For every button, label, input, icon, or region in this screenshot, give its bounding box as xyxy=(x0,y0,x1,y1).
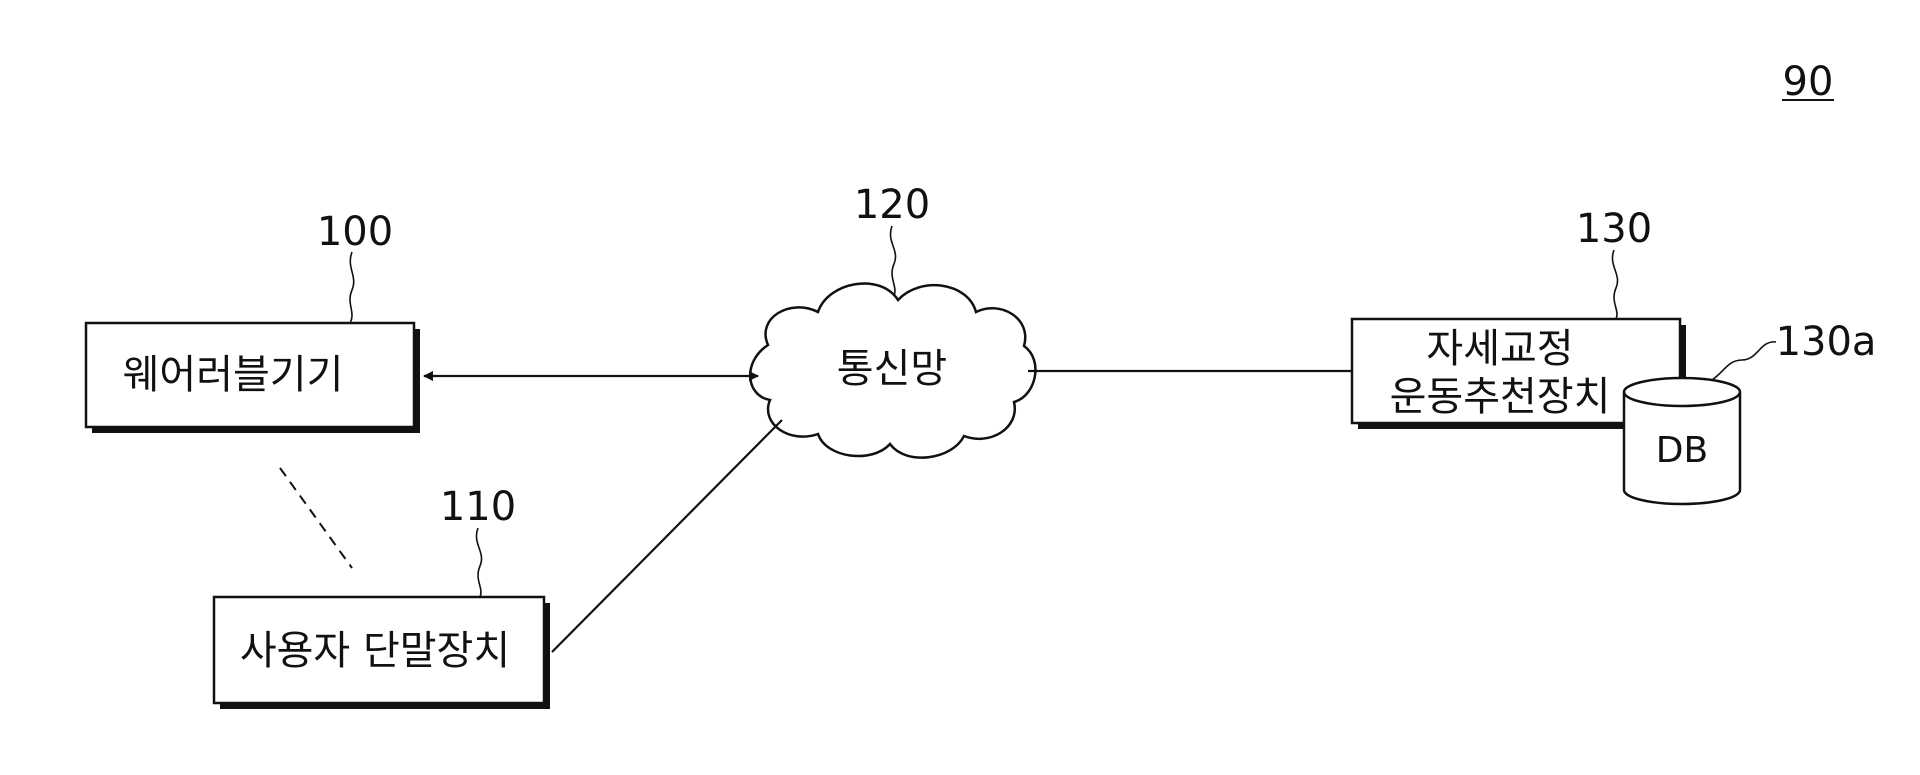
terminal-leader-line xyxy=(475,527,483,598)
database-cylinder-body xyxy=(1622,392,1742,506)
recommendation-label-line1: 자세교정 xyxy=(1426,326,1573,372)
database-node: DB xyxy=(1622,376,1742,506)
database-ref-number: 130a xyxy=(1776,319,1877,365)
network-cloud-node: 통신망 xyxy=(749,282,1037,459)
terminal-box xyxy=(212,595,546,705)
user-terminal-node: 사용자 단말장치 xyxy=(212,595,550,709)
network-ref-number: 120 xyxy=(854,182,930,228)
network-leader-line xyxy=(889,225,897,297)
terminal-ref-number: 110 xyxy=(440,484,516,530)
wearable-label: 웨어러블기기 xyxy=(123,352,344,398)
wearable-box xyxy=(84,321,416,429)
database-cylinder-top xyxy=(1622,376,1742,408)
recommendation-label-line2: 운동추천장치 xyxy=(1390,374,1611,420)
wearable-terminal-dashed-link xyxy=(279,467,353,569)
wearable-leader-line xyxy=(349,251,355,324)
recommendation-ref-number: 130 xyxy=(1576,206,1652,252)
wearable-ref-number: 100 xyxy=(317,209,393,255)
recommendation-leader-line xyxy=(1611,249,1619,320)
database-leader-line xyxy=(1711,341,1777,381)
terminal-label: 사용자 단말장치 xyxy=(240,628,510,674)
figure-number: 90 xyxy=(1783,59,1834,105)
network-cloud-shape xyxy=(749,282,1037,459)
terminal-network-link xyxy=(551,419,783,653)
network-label: 통신망 xyxy=(837,346,947,392)
database-label: DB xyxy=(1656,430,1708,471)
wearable-device-node: 웨어러블기기 xyxy=(84,321,420,433)
